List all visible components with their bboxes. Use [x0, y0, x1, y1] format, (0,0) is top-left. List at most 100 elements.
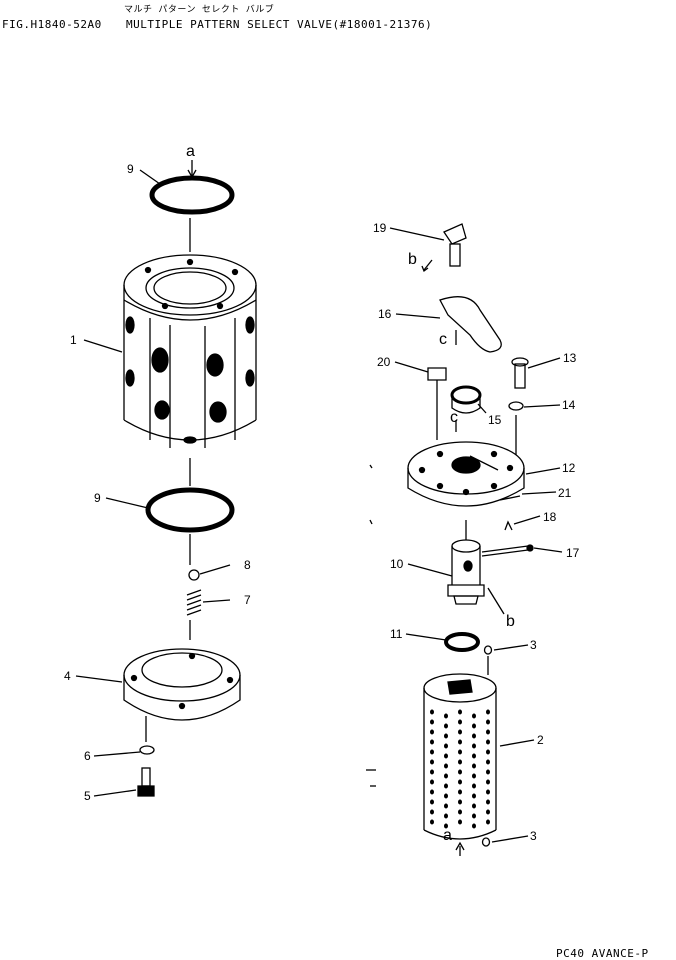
- filter-hole: [444, 813, 448, 819]
- filter-hole: [486, 719, 490, 725]
- spring-7: [186, 589, 202, 640]
- o-ring-9-lower: [145, 487, 235, 533]
- filter-hole: [486, 769, 490, 775]
- callout-numbers: 9 1 9 8 7 4 6 5 19 16 20 13 14 15 12 21 …: [64, 162, 580, 843]
- filter-hole: [472, 803, 476, 809]
- filter-hole: [444, 823, 448, 829]
- filter-hole: [486, 819, 490, 825]
- filter-hole: [458, 709, 462, 715]
- filter-hole: [472, 773, 476, 779]
- flow-markers: a a b b c c: [186, 143, 515, 844]
- filter-hole: [472, 793, 476, 799]
- filter-hole: [430, 809, 434, 815]
- o-ring-9-upper: [149, 175, 235, 215]
- filter-holes: [430, 709, 490, 829]
- filter-hole: [444, 723, 448, 729]
- callout-16: 16: [378, 307, 392, 321]
- title-english: MULTIPLE PATTERN SELECT VALVE(#18001-213…: [126, 18, 433, 31]
- filter-hole: [430, 799, 434, 805]
- callout-5: 5: [84, 789, 91, 803]
- filter-hole: [486, 729, 490, 735]
- flange-12: [407, 441, 525, 507]
- plug-3-lower: [481, 837, 491, 847]
- filter-hole: [472, 823, 476, 829]
- marker-b-lower: b: [506, 613, 515, 630]
- filter-hole: [486, 709, 490, 715]
- callout-19: 19: [373, 221, 387, 235]
- bolt-13: [511, 357, 529, 389]
- filter-hole: [472, 743, 476, 749]
- callout-15: 15: [488, 413, 502, 427]
- plug-3-upper: [483, 645, 493, 655]
- filter-hole: [472, 763, 476, 769]
- filter-hole: [430, 749, 434, 755]
- bolt-5: [137, 767, 155, 797]
- footer-model: PC40 AVANCE-P: [556, 947, 649, 960]
- callout-18: 18: [543, 510, 557, 524]
- filter-hole: [430, 789, 434, 795]
- marker-b-upper: b: [408, 251, 417, 268]
- callout-14: 14: [562, 398, 576, 412]
- callout-7: 7: [244, 593, 251, 607]
- figure-id: FIG.H1840-52A0: [2, 18, 102, 31]
- callout-2: 2: [537, 733, 544, 747]
- filter-hole: [430, 769, 434, 775]
- marker-a-bottom: a: [443, 827, 452, 844]
- filter-hole: [458, 819, 462, 825]
- filter-hole: [430, 719, 434, 725]
- filter-hole: [486, 779, 490, 785]
- callout-10: 10: [390, 557, 404, 571]
- filter-hole: [458, 759, 462, 765]
- leader-lines: [75, 169, 563, 843]
- filter-hole: [486, 759, 490, 765]
- filter-hole: [444, 773, 448, 779]
- filter-hole: [444, 733, 448, 739]
- callout-9-upper: 9: [127, 162, 134, 176]
- callout-21: 21: [558, 486, 572, 500]
- callout-6: 6: [84, 749, 91, 763]
- filter-hole: [472, 783, 476, 789]
- filter-element-2: [423, 673, 497, 840]
- filter-hole: [458, 719, 462, 725]
- plug-20: [427, 367, 447, 381]
- marker-a-top: a: [186, 143, 195, 160]
- filter-hole: [486, 789, 490, 795]
- filter-hole: [486, 749, 490, 755]
- filter-hole: [486, 809, 490, 815]
- filter-hole: [486, 799, 490, 805]
- title-japanese: マルチ パターン セレクト バルブ: [124, 5, 275, 15]
- tube-16: [439, 296, 502, 353]
- pin-17: [481, 544, 534, 557]
- marker-c-lower: c: [450, 409, 458, 426]
- filter-hole: [458, 739, 462, 745]
- filter-hole: [458, 789, 462, 795]
- filter-hole: [430, 759, 434, 765]
- filter-hole: [472, 733, 476, 739]
- filter-hole: [430, 819, 434, 825]
- callout-4: 4: [64, 669, 71, 683]
- filter-hole: [430, 709, 434, 715]
- filter-hole: [444, 713, 448, 719]
- filter-hole: [458, 799, 462, 805]
- filter-hole: [430, 739, 434, 745]
- filter-hole: [458, 749, 462, 755]
- callout-8: 8: [244, 558, 251, 572]
- filter-hole: [472, 713, 476, 719]
- filter-hole: [444, 743, 448, 749]
- cover-4: [123, 648, 241, 721]
- callout-13: 13: [563, 351, 577, 365]
- filter-hole: [444, 803, 448, 809]
- fitting-19: [443, 223, 467, 267]
- washer-14: [508, 401, 524, 411]
- filter-hole: [458, 809, 462, 815]
- filter-hole: [444, 763, 448, 769]
- ball-8: [188, 569, 200, 581]
- callout-1: 1: [70, 333, 77, 347]
- filter-hole: [458, 729, 462, 735]
- filter-hole: [444, 783, 448, 789]
- callout-9-lower: 9: [94, 491, 101, 505]
- pin-18: [504, 520, 513, 531]
- filter-hole: [472, 813, 476, 819]
- filter-hole: [472, 753, 476, 759]
